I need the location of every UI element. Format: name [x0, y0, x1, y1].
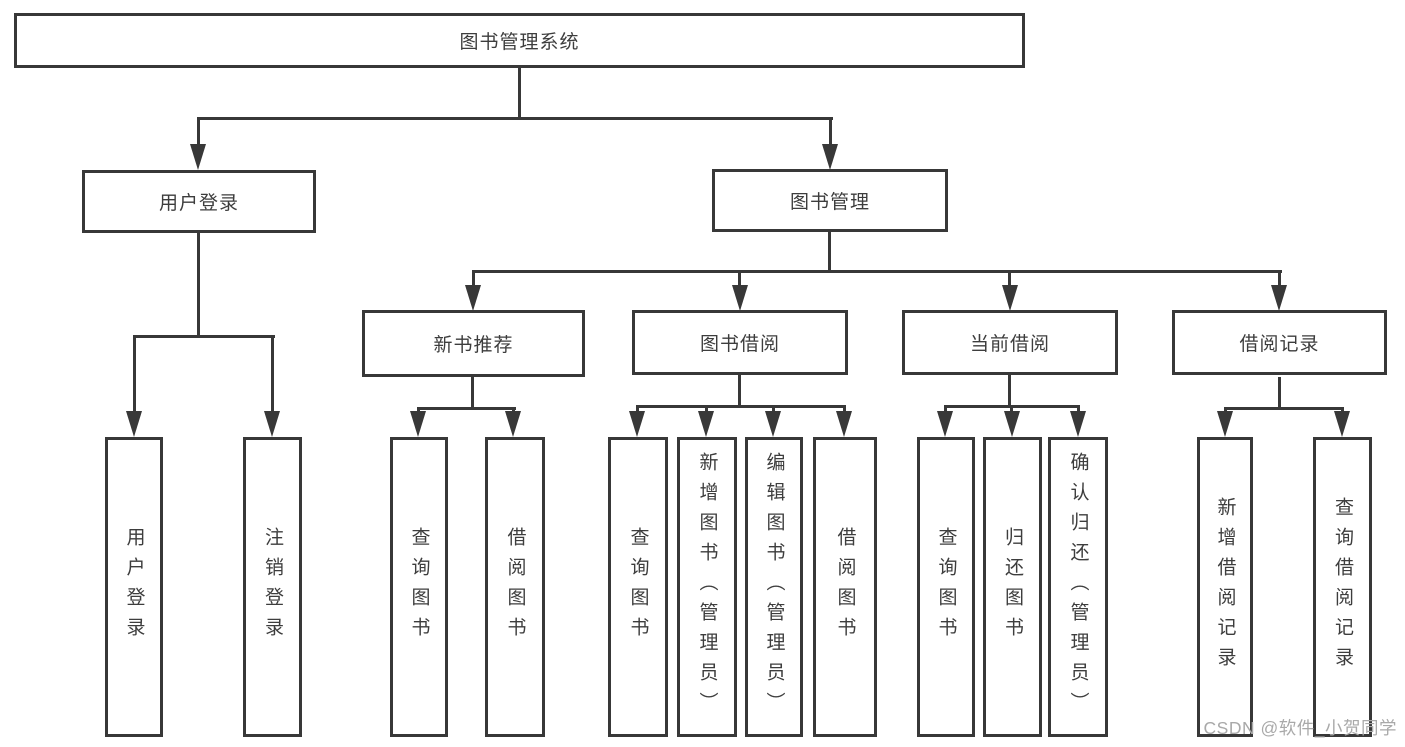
- leaf-query-borrow-record: 查询借阅记录: [1313, 437, 1372, 737]
- leaf-label: 借阅图书: [504, 527, 526, 647]
- node-borrowing-records: 借阅记录: [1172, 310, 1387, 375]
- connector-line: [1278, 270, 1281, 286]
- arrow-down-icon: [190, 144, 206, 170]
- connector-line: [472, 270, 1282, 273]
- arrow-down-icon: [1334, 411, 1350, 437]
- node-label: 借阅记录: [1239, 334, 1320, 355]
- node-label: 当前借阅: [969, 334, 1050, 355]
- node-label: 新书推荐: [433, 335, 514, 356]
- leaf-label: 借阅图书: [834, 527, 856, 647]
- leaf-confirm-return-admin: 确认归还（管理员）: [1048, 437, 1108, 737]
- connector-line: [197, 233, 200, 337]
- connector-line: [197, 117, 833, 120]
- connector-line: [843, 405, 846, 415]
- leaf-label: 注销登录: [262, 527, 283, 647]
- arrow-down-icon: [629, 411, 645, 437]
- node-book-borrowing: 图书借阅: [632, 310, 848, 375]
- leaf-user-login: 用户登录: [105, 437, 163, 737]
- node-label: 图书管理系统: [459, 32, 580, 53]
- connector-line: [197, 117, 200, 147]
- node-current-borrowing: 当前借阅: [902, 310, 1118, 375]
- connector-line: [417, 407, 516, 410]
- arrow-down-icon: [1271, 285, 1287, 311]
- leaf-borrow-books-recommend: 借阅图书: [485, 437, 545, 737]
- arrow-down-icon: [126, 411, 142, 437]
- connector-line: [1008, 270, 1011, 286]
- watermark: CSDN @软件_小贺同学: [1203, 718, 1397, 738]
- connector-line: [471, 377, 474, 409]
- connector-line: [705, 405, 708, 415]
- connector-line: [829, 117, 832, 147]
- leaf-label: 确认归还（管理员）: [1067, 452, 1089, 722]
- arrow-down-icon: [505, 411, 521, 437]
- node-user-login: 用户登录: [82, 170, 316, 233]
- leaf-query-books-borrow: 查询图书: [608, 437, 668, 737]
- leaf-return-books: 归还图书: [983, 437, 1042, 737]
- connector-line: [472, 270, 475, 286]
- connector-line: [1077, 405, 1080, 415]
- connector-line: [944, 405, 947, 415]
- leaf-logout: 注销登录: [243, 437, 302, 737]
- leaf-label: 查询借阅记录: [1332, 497, 1353, 677]
- node-label: 图书管理: [789, 192, 870, 213]
- arrow-down-icon: [698, 411, 714, 437]
- connector-line: [1008, 375, 1011, 407]
- arrow-down-icon: [1217, 411, 1233, 437]
- connector-line: [636, 405, 846, 408]
- connector-line: [1224, 407, 1344, 410]
- leaf-query-books-current: 查询图书: [917, 437, 975, 737]
- node-library-management-system: 图书管理系统: [14, 13, 1025, 68]
- arrow-down-icon: [1070, 411, 1086, 437]
- arrow-down-icon: [822, 144, 838, 170]
- leaf-label: 新增图书（管理员）: [696, 452, 718, 722]
- node-label: 用户登录: [158, 193, 239, 214]
- connector-line: [828, 232, 831, 273]
- leaf-label: 查询图书: [627, 527, 649, 647]
- arrow-down-icon: [410, 411, 426, 437]
- connector-line: [738, 270, 741, 286]
- arrow-down-icon: [1004, 411, 1020, 437]
- connector-line: [772, 405, 775, 415]
- leaf-label: 用户登录: [123, 527, 145, 647]
- node-book-management: 图书管理: [712, 169, 948, 232]
- node-new-book-recommendation: 新书推荐: [362, 310, 585, 377]
- arrow-down-icon: [264, 411, 280, 437]
- leaf-label: 查询图书: [408, 527, 430, 647]
- node-label: 图书借阅: [699, 334, 780, 355]
- leaf-add-borrow-record: 新增借阅记录: [1197, 437, 1253, 737]
- arrow-down-icon: [765, 411, 781, 437]
- leaf-label: 新增借阅记录: [1214, 497, 1236, 677]
- leaf-label: 编辑图书（管理员）: [763, 452, 785, 722]
- connector-line: [271, 335, 274, 415]
- leaf-edit-books-admin: 编辑图书（管理员）: [745, 437, 803, 737]
- leaf-borrow-books: 借阅图书: [813, 437, 877, 737]
- leaf-label: 归还图书: [1002, 527, 1023, 647]
- connector-line: [1010, 405, 1013, 415]
- connector-line: [133, 335, 136, 415]
- leaf-label: 查询图书: [935, 527, 957, 647]
- connector-line: [518, 66, 521, 120]
- connector-line: [738, 375, 741, 407]
- arrow-down-icon: [1002, 285, 1018, 311]
- arrow-down-icon: [465, 285, 481, 311]
- connector-line: [133, 335, 275, 338]
- connector-line: [636, 405, 639, 415]
- connector-line: [1278, 377, 1281, 409]
- arrow-down-icon: [836, 411, 852, 437]
- arrow-down-icon: [937, 411, 953, 437]
- leaf-add-books-admin: 新增图书（管理员）: [677, 437, 737, 737]
- arrow-down-icon: [732, 285, 748, 311]
- leaf-query-books-recommend: 查询图书: [390, 437, 448, 737]
